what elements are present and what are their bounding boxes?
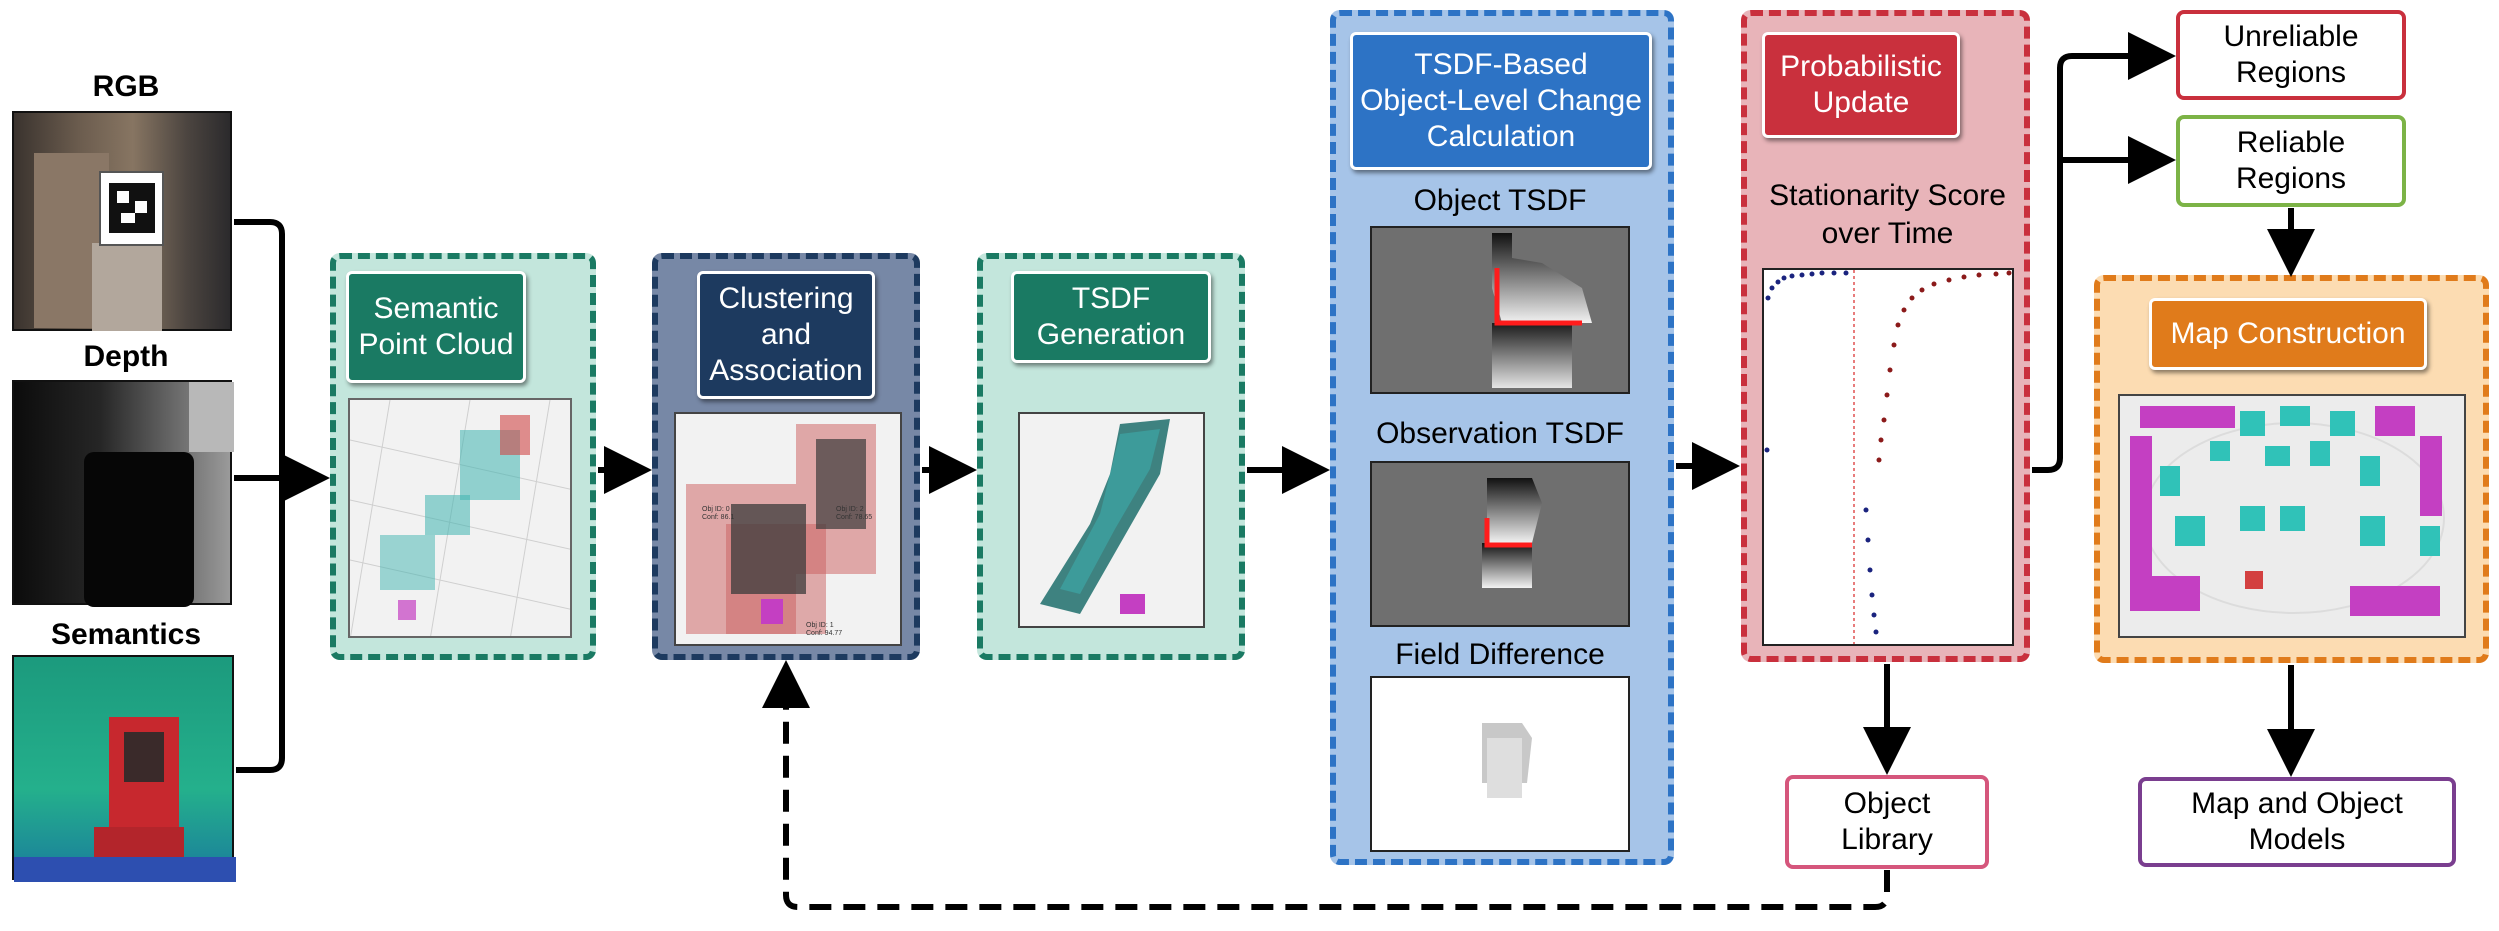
map-construction-view (2118, 394, 2466, 638)
library-feedback-arrow (762, 660, 1890, 910)
tsdf-generation-title: TSDF Generation (1036, 282, 1186, 351)
clustering-header: Clustering and Association (697, 271, 875, 399)
semantic-point-cloud-title: Semantic Point Cloud (358, 292, 514, 361)
tsdf-generation-header: TSDF Generation (1011, 271, 1211, 363)
map-and-object-models-box: Map and Object Models (2138, 777, 2456, 867)
object-tsdf-view (1370, 226, 1630, 394)
observation-tsdf-label: Observation TSDF (1376, 417, 1624, 450)
reliable-regions-label: Reliable Regions (2235, 126, 2347, 195)
clustering-view: Obj ID: 0 Conf: 86.1 Obj ID: 2 Conf: 78.… (674, 412, 902, 646)
clustering-title: Clustering and Association (709, 282, 863, 387)
tsdf-generation-view (1018, 412, 1205, 628)
stationarity-plot-frame (1762, 268, 2014, 646)
field-difference-view (1370, 676, 1630, 852)
rgb-image (12, 111, 232, 331)
map-construction-plot (2130, 406, 2445, 616)
map-and-object-models-label: Map and Object Models (2191, 787, 2403, 856)
semantic-point-cloud-header: Semantic Point Cloud (346, 271, 526, 383)
semantics-label: Semantics (50, 618, 202, 651)
cluster-annotation-a: Obj ID: 0 Conf: 86.1 (702, 506, 735, 522)
object-library-box: Object Library (1785, 775, 1989, 869)
object-tsdf-plot (1492, 233, 1592, 388)
cluster-annotation-c: Obj ID: 1 Conf: 94.77 (806, 622, 843, 638)
depth-image (12, 380, 234, 607)
object-library-label: Object Library (1841, 787, 1933, 856)
tsdf-generation-plot (1040, 419, 1170, 614)
rgb-label: RGB (92, 70, 160, 103)
map-construction-title: Map Construction (2170, 317, 2406, 350)
probabilistic-to-regions-connector (2032, 32, 2176, 473)
observation-tsdf-plot (1482, 478, 1542, 588)
cluster-annotation-b: Obj ID: 2 Conf: 78.65 (836, 506, 873, 522)
map-construction-header: Map Construction (2149, 298, 2427, 370)
probabilistic-header: Probabilistic Update (1762, 32, 1960, 138)
field-difference-label: Field Difference (1395, 638, 1605, 671)
rgb-connector (234, 219, 285, 773)
probabilistic-title: Probabilistic Update (1780, 50, 1942, 119)
stationarity-plot (1764, 270, 2012, 644)
unreliable-regions-label: Unreliable Regions (2223, 20, 2359, 89)
object-tsdf-label: Object TSDF (1413, 184, 1587, 217)
semantic-point-cloud-plot (350, 400, 570, 636)
stationarity-title: Stationarity Score over Time (1769, 179, 2006, 250)
tsdf-change-header: TSDF-Based Object-Level Change Calculati… (1350, 32, 1652, 170)
semantic-point-cloud-view (348, 398, 572, 638)
rgb-pillar (92, 243, 162, 331)
rgb-fiducial-marker (99, 171, 164, 246)
observation-tsdf-view (1370, 461, 1630, 627)
unreliable-regions-box: Unreliable Regions (2176, 10, 2406, 100)
field-difference-plot (1482, 723, 1532, 798)
clustering-plot (686, 424, 876, 634)
reliable-regions-box: Reliable Regions (2176, 115, 2406, 207)
stationarity-blue-series (1764, 270, 1879, 635)
semantics-image (12, 655, 236, 882)
stationarity-red-series (1876, 270, 2012, 463)
depth-label: Depth (83, 340, 169, 373)
tsdf-change-title: TSDF-Based Object-Level Change Calculati… (1360, 48, 1642, 153)
